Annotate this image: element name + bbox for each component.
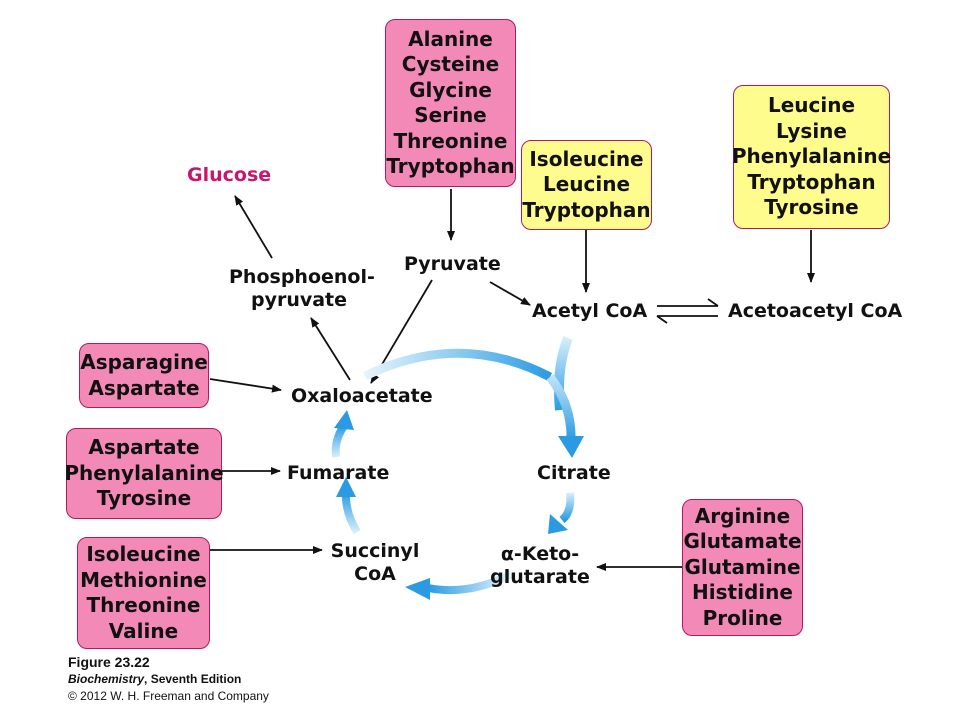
book-title: Biochemistry [68,672,145,686]
amino-acid: Tyrosine [96,486,192,511]
pyruvate-sources-box: Alanine Cysteine Glycine Serine Threonin… [385,19,516,187]
amino-acid: Leucine [767,93,856,118]
succinyl-line2: CoA [354,563,396,585]
amino-acid: Threonine [393,128,508,153]
fumarate-label: Fumarate [287,462,390,484]
amino-acid: Arginine [694,503,791,528]
pep-line1: Phosphoenol- [229,266,375,288]
amino-acid: Valine [108,618,179,643]
oxaloacetate-label: Oxaloacetate [291,385,433,407]
ketoglutarate-sources-box: Arginine Glutamate Glutamine Histidine P… [682,499,803,636]
amino-acid: Tryptophan [522,197,651,222]
acetyl-coa-label: Acetyl CoA [532,300,648,322]
amino-acid: Phenylalanine [731,144,892,169]
amino-acid: Cysteine [401,52,500,76]
ketoglutarate-line2: glutarate [490,566,590,588]
amino-acid: Aspartate [88,375,200,400]
pep-line2: pyruvate [250,289,348,311]
arrow-pyruvate-to-acetyl [489,281,531,306]
amino-acid: Proline [702,605,783,630]
figure-caption: Figure 23.22 Biochemistry, Seventh Editi… [68,654,269,705]
copyright: © 2012 W. H. Freeman and Company [68,689,269,703]
amino-acid: Serine [414,103,487,127]
amino-acid: Leucine [542,172,631,197]
amino-acid: Tryptophan [386,154,515,178]
arrow-asparagine-to-oxaloacetate [209,378,282,393]
ketoglutarate-label: α-Keto- glutarate [488,543,592,589]
book-edition: , Seventh Edition [144,672,242,686]
amino-acid: Methionine [80,567,207,592]
glucose-label: Glucose [187,164,272,186]
succinyl-sources-box: Isoleucine Methionine Threonine Valine [77,537,210,649]
citric-acid-cycle [331,336,584,600]
amino-acid: Isoleucine [529,146,644,171]
fumarate-sources-box: Aspartate Phenylalanine Tyrosine [64,428,224,519]
amino-acid: Glycine [409,77,492,102]
amino-acid: Asparagine [80,350,208,374]
amino-acid: Isoleucine [86,542,201,566]
pyruvate-label: Pyruvate [404,253,501,275]
amino-acid: Histidine [692,580,793,605]
arrow-oxaloacetate-to-pep [310,317,351,381]
amino-acid: Threonine [86,593,201,617]
book-line: Biochemistry, Seventh Edition [68,671,269,688]
amino-acid: Glutamate [683,529,802,554]
succinyl-coa-label: Succinyl CoA [325,540,425,586]
amino-acid: Alanine [408,26,493,51]
amino-acid: Tryptophan [747,169,876,194]
acetoacetyl-sources-box: Leucine Lysine Phenylalanine Tryptophan … [731,85,892,229]
equilibrium-arrows [656,298,719,324]
arrow-pep-to-glucose [234,195,273,259]
amino-acid: Aspartate [88,435,200,460]
figure-number: Figure 23.22 [68,654,150,670]
citrate-label: Citrate [537,462,611,484]
amino-acid: Tyrosine [764,195,859,220]
acetyl-sources-box: Isoleucine Leucine Tryptophan [521,140,652,230]
amino-acid: Lysine [776,118,847,143]
succinyl-line1: Succinyl [330,540,420,562]
amino-acid: Glutamine [684,554,801,579]
oxaloacetate-sources-box: Asparagine Aspartate [79,343,209,408]
ketoglutarate-line1: α-Keto- [500,543,580,565]
acetoacetyl-coa-label: Acetoacetyl CoA [728,300,903,322]
pep-label: Phosphoenol- pyruvate [229,266,375,312]
amino-acid: Phenylalanine [64,460,224,485]
